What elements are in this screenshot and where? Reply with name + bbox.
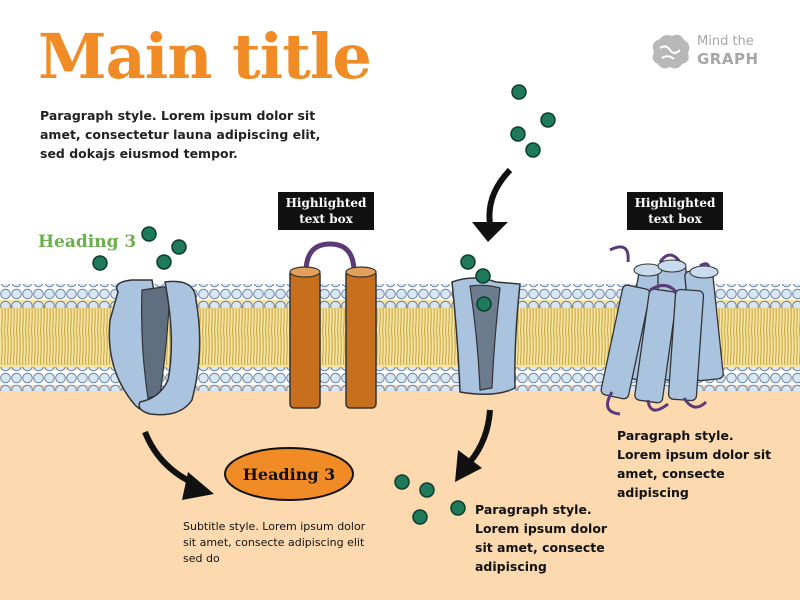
molecule: [540, 112, 556, 128]
molecule: [511, 84, 527, 100]
arrow-left-head: [182, 472, 214, 500]
arrow-middle-down: [467, 409, 493, 464]
brand-logo: Mind the GRAPH: [648, 32, 772, 74]
molecule: [412, 509, 428, 525]
molecule: [156, 254, 172, 270]
molecule: [475, 268, 491, 284]
molecule: [419, 482, 435, 498]
molecule: [394, 474, 410, 490]
logo-line2: GRAPH: [697, 50, 759, 68]
highlight-box-1: Highlighted text box: [278, 192, 374, 230]
molecules: [92, 84, 556, 525]
brain-icon: [652, 34, 690, 69]
molecule: [525, 142, 541, 158]
molecule: [450, 500, 466, 516]
channel-protein-middle: [451, 277, 521, 395]
paragraph-right: Paragraph style. Lorem ipsum dolor sit a…: [617, 428, 772, 500]
highlight-box-2: Highlighted text box: [627, 192, 723, 230]
cytoplasm-region: [0, 385, 800, 600]
channel-protein-left: [108, 279, 201, 416]
logo-line1: Mind the: [697, 34, 754, 49]
molecule: [510, 126, 526, 142]
oval-heading: Heading 3: [242, 464, 336, 484]
molecule: [141, 226, 157, 242]
molecule: [171, 239, 187, 255]
molecule: [476, 296, 492, 312]
subtitle-text: Subtitle style. Lorem ipsum dolor sit am…: [183, 520, 366, 565]
bundle-protein-right: [600, 245, 724, 416]
paragraph-middle: Paragraph style. Lorem ipsum dolor sit a…: [475, 502, 608, 574]
arrow-top: [486, 167, 513, 225]
main-title: Main title: [38, 20, 372, 93]
orange-protein: [289, 241, 377, 409]
molecule: [460, 254, 476, 270]
arrow-middle-down-head: [455, 450, 482, 482]
heading-left: Heading 3: [38, 232, 137, 252]
heading-oval: [224, 447, 354, 501]
arrow-top-head: [472, 222, 508, 242]
intro-paragraph: Paragraph style. Lorem ipsum dolor sit a…: [40, 108, 321, 161]
molecule: [92, 255, 108, 271]
